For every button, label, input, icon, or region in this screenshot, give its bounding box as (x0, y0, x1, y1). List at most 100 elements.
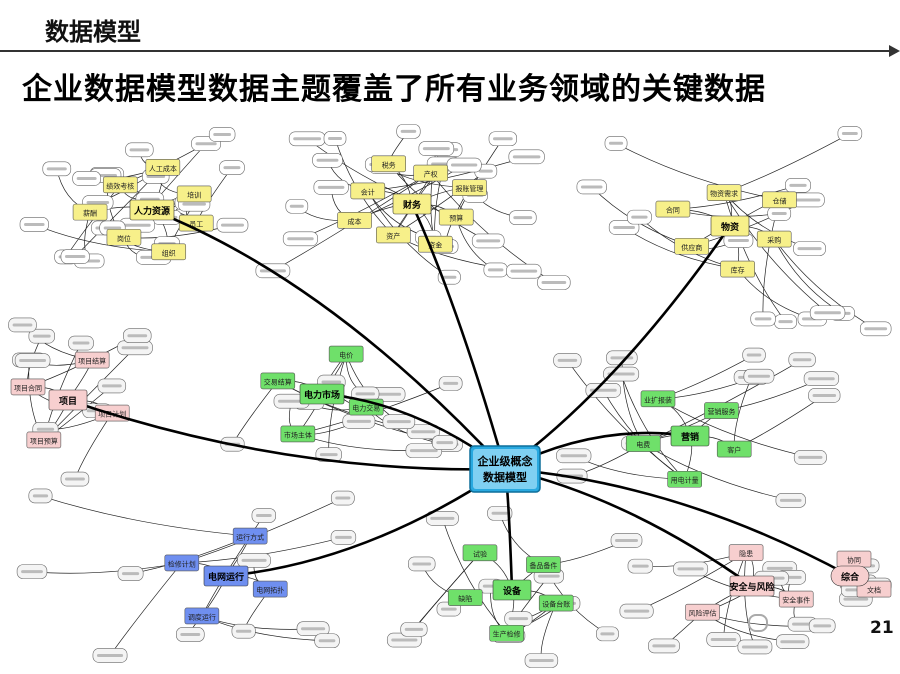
subtopic-materials[interactable]: 仓储 (762, 191, 797, 209)
leaf-node-text-finance (512, 155, 541, 159)
leaf-node-text-finance (327, 136, 343, 140)
domain-general[interactable]: 综合 (830, 565, 870, 587)
domain-marketing[interactable]: 营销 (670, 425, 710, 447)
subtopic-finance[interactable]: 资金 (418, 235, 453, 253)
subtopic-marketing[interactable]: 营销服务 (704, 402, 739, 419)
leaf-node-text-marketing (808, 377, 835, 381)
leaf-node-text-project (12, 323, 33, 327)
domain-security[interactable]: 安全与风险 (729, 575, 775, 597)
subtopic-equipment-label: 试验 (473, 549, 487, 558)
domain-hr[interactable]: 人力资源 (129, 199, 175, 221)
leaf-node-text-power_market (386, 420, 411, 424)
subtopic-finance[interactable]: 成本 (337, 212, 372, 229)
subtopic-power_market[interactable]: 电价 (328, 345, 364, 363)
leaf-node-text-hr (129, 148, 150, 152)
domain-materials[interactable]: 物资 (710, 215, 750, 237)
wechat-icon (748, 614, 768, 632)
header-arrow-icon (889, 45, 900, 57)
subtopic-equipment-label: 备品备件 (529, 561, 557, 570)
leaf-node-text-grid_operation (335, 535, 352, 539)
subtopic-finance[interactable]: 预算 (438, 208, 474, 226)
subtopic-hr[interactable]: 组织 (151, 243, 187, 261)
leaf-node-text-marketing (610, 356, 634, 360)
leaf-node-text-marketing (792, 358, 812, 362)
subtopic-materials[interactable]: 供应商 (674, 237, 710, 255)
domain-finance-label: 财务 (402, 199, 422, 211)
subtopic-general-label: 协同 (847, 556, 861, 565)
subtopic-hr[interactable]: 培训 (176, 185, 212, 203)
subtopic-marketing[interactable]: 电费 (625, 435, 661, 452)
leaf-node-text-hr (123, 223, 151, 227)
domain-project[interactable]: 项目 (48, 389, 88, 411)
subtopic-grid_operation[interactable]: 电网拓扑 (252, 580, 288, 598)
subtopic-power_market[interactable]: 交易结算 (260, 372, 296, 390)
subtopic-grid_operation-label: 运行方式 (236, 533, 264, 542)
domain-grid_operation-label: 电网运行 (208, 571, 244, 583)
subtopic-materials[interactable]: 采购 (756, 230, 792, 248)
subtopic-security[interactable]: 安全事件 (778, 590, 814, 608)
subtopic-materials[interactable]: 合同 (655, 200, 691, 218)
leaf-link-equipment (442, 518, 507, 634)
subtopic-hr[interactable]: 薪酬 (72, 203, 108, 221)
domain-power_market-label: 电力市场 (304, 389, 340, 401)
subtopic-grid_operation[interactable]: 运行方式 (232, 527, 268, 545)
subtopic-marketing[interactable]: 客户 (716, 440, 752, 458)
subtopic-project[interactable]: 项目合同 (10, 378, 46, 396)
subtopic-equipment[interactable]: 备品备件 (526, 556, 561, 573)
subtopic-materials[interactable]: 库存 (720, 260, 755, 278)
wechat-logo (748, 614, 858, 640)
subtopic-hr[interactable]: 岗位 (106, 228, 142, 246)
subtopic-general[interactable]: 文档 (856, 580, 892, 598)
subtopic-equipment-label: 设备台账 (542, 600, 570, 609)
domain-finance[interactable]: 财务 (392, 193, 432, 215)
domain-grid_operation[interactable]: 电网运行 (203, 565, 249, 587)
subtopic-finance[interactable]: 会计 (350, 182, 386, 200)
subtopic-equipment[interactable]: 生产检修 (489, 624, 524, 642)
subtopic-grid_operation[interactable]: 检修计划 (164, 554, 200, 572)
leaf-node-text-hr (76, 176, 97, 180)
domain-power_market[interactable]: 电力市场 (299, 383, 345, 405)
leaf-node-text-hr (182, 202, 206, 206)
subtopic-grid_operation[interactable]: 调度运行 (184, 607, 220, 625)
subtopic-security[interactable]: 隐患 (728, 544, 764, 561)
leaf-node-text-security (766, 566, 793, 570)
subtopic-project[interactable]: 项目结算 (74, 351, 110, 369)
leaf-node-text-equipment (440, 607, 457, 611)
leaf-node-text-grid_operation (180, 632, 201, 636)
subtopic-finance[interactable]: 税务 (371, 155, 406, 173)
subtopic-finance[interactable]: 产权 (413, 164, 448, 182)
leaf-node-text-grid_operation (21, 570, 43, 574)
subtopic-hr[interactable]: 绩效考核 (102, 176, 138, 194)
leaf-node-text-materials (631, 215, 648, 219)
center-node[interactable]: 企业级概念 数据模型 (469, 445, 541, 493)
subtopic-hr[interactable]: 员工 (178, 214, 214, 232)
link-grid_operation (225, 467, 506, 578)
leaf-link-materials (723, 192, 828, 314)
leaf-node-text-finance (422, 147, 450, 151)
subtopic-marketing[interactable]: 用电计量 (667, 470, 702, 488)
subtopic-equipment[interactable]: 试验 (462, 544, 498, 562)
subtopic-materials-label: 仓储 (772, 196, 786, 205)
leaf-node-text-materials (778, 320, 793, 324)
subtopic-finance-label: 成本 (348, 217, 362, 226)
leaf-node-text-general (843, 597, 869, 601)
subtopic-general[interactable]: 协同 (836, 550, 872, 568)
leaf-node-text-security (631, 564, 649, 568)
subtopic-materials[interactable]: 物资需求 (706, 184, 742, 201)
subtopic-marketing[interactable]: 业扩报装 (640, 390, 676, 408)
subtopic-security[interactable]: 风险评估 (685, 603, 720, 621)
leaf-link-marketing (643, 443, 791, 501)
domain-equipment[interactable]: 设备 (492, 579, 532, 601)
leaf-node-text-materials (771, 212, 787, 216)
subtopic-project[interactable]: 项目预算 (26, 431, 62, 449)
leaf-node-text-marketing (557, 358, 578, 362)
subtopic-finance[interactable]: 报账管理 (452, 179, 487, 196)
subtopic-equipment[interactable]: 设备台账 (538, 594, 574, 612)
subtopic-hr-label: 岗位 (117, 234, 131, 243)
leaf-node-text-materials (841, 132, 858, 136)
subtopic-equipment[interactable]: 缺陷 (447, 589, 483, 606)
subtopic-finance[interactable]: 资产 (376, 226, 411, 244)
subtopic-hr[interactable]: 人工成本 (145, 158, 181, 176)
subtopic-materials-label: 合同 (666, 206, 680, 215)
subtopic-power_market[interactable]: 市场主体 (280, 425, 316, 443)
